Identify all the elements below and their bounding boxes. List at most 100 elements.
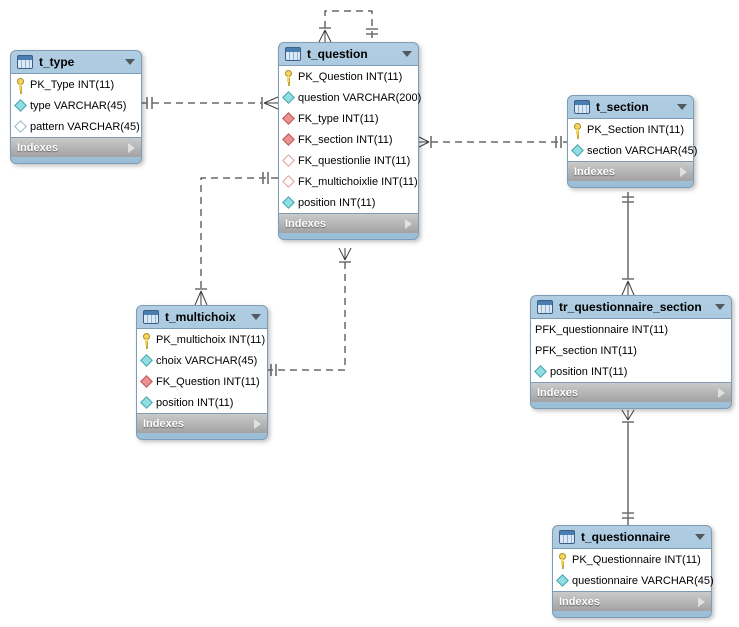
column-row[interactable]: PK_Questionnaire INT(11) (553, 549, 711, 570)
expand-arrow-icon[interactable] (128, 142, 135, 153)
table-header[interactable]: t_questionnaire (553, 526, 711, 548)
table-icon (559, 530, 575, 544)
table-icon (143, 310, 159, 324)
column-label: position INT(11) (156, 396, 234, 409)
column-label: PK_Section INT(11) (587, 123, 685, 136)
table-title: t_multichoix (165, 310, 236, 324)
column-row[interactable]: section VARCHAR(45) (568, 140, 697, 161)
expand-arrow-icon[interactable] (254, 418, 261, 429)
table-header[interactable]: tr_questionnaire_section (531, 296, 731, 318)
column-row[interactable]: question VARCHAR(200) (279, 87, 422, 108)
relation-t_question-self[interactable] (318, 10, 378, 43)
column-label: pattern VARCHAR(45) (30, 120, 140, 133)
indexes-label: Indexes (143, 417, 184, 430)
indexes-footer[interactable]: Indexes (279, 214, 418, 233)
table-body: PK_Questionnaire INT(11) questionnaire V… (553, 548, 714, 592)
table-header[interactable]: t_type (11, 51, 141, 73)
table-icon (17, 55, 33, 69)
column-row[interactable]: questionnaire VARCHAR(45) (553, 570, 714, 591)
collapse-triangle-icon[interactable] (125, 59, 135, 65)
expand-arrow-icon[interactable] (405, 218, 412, 229)
collapse-triangle-icon[interactable] (402, 51, 412, 57)
indexes-footer[interactable]: Indexes (531, 383, 731, 402)
column-label: section VARCHAR(45) (587, 144, 698, 157)
expand-arrow-icon[interactable] (698, 596, 705, 607)
table-t_question[interactable]: t_question PK_Question INT(11) question … (278, 42, 422, 240)
column-row[interactable]: FK_questionlie INT(11) (279, 150, 418, 171)
indexes-label: Indexes (17, 141, 58, 154)
column-icon (15, 99, 26, 112)
table-body: PK_Section INT(11) section VARCHAR(45) (568, 118, 697, 162)
column-row[interactable]: PK_multichoix INT(11) (137, 329, 267, 350)
column-label: position INT(11) (550, 365, 628, 378)
column-row[interactable]: position INT(11) (137, 392, 267, 413)
relation-t_question-t_section[interactable] (416, 135, 567, 149)
expand-arrow-icon[interactable] (680, 166, 687, 177)
column-icon (283, 196, 294, 209)
collapse-triangle-icon[interactable] (695, 534, 705, 540)
indexes-label: Indexes (574, 165, 615, 178)
indexes-footer[interactable]: Indexes (137, 414, 267, 433)
table-tr_questionnaire_section[interactable]: tr_questionnaire_section PFK_questionnai… (530, 295, 732, 409)
column-row[interactable]: type VARCHAR(45) (11, 95, 141, 116)
indexes-footer[interactable]: Indexes (11, 138, 141, 157)
column-row[interactable]: position INT(11) (531, 361, 731, 382)
table-body: PFK_questionnaire INT(11) PFK_section IN… (531, 318, 731, 383)
indexes-label: Indexes (285, 217, 326, 230)
column-row[interactable]: PFK_section INT(11) (531, 340, 731, 361)
table-title: tr_questionnaire_section (559, 300, 702, 314)
key-icon (557, 553, 568, 566)
table-t_questionnaire[interactable]: t_questionnaire PK_Questionnaire INT(11)… (552, 525, 714, 618)
column-icon (283, 91, 294, 104)
indexes-label: Indexes (537, 386, 578, 399)
column-row[interactable]: FK_section INT(11) (279, 129, 418, 150)
table-header[interactable]: t_multichoix (137, 306, 267, 328)
column-row[interactable]: choix VARCHAR(45) (137, 350, 267, 371)
fk-icon (283, 133, 294, 146)
column-label: PK_multichoix INT(11) (156, 333, 266, 346)
table-t_type[interactable]: t_type PK_Type INT(11) type VARCHAR(45) … (10, 50, 142, 164)
relation-t_questionnaire-tr_questionnaire_section[interactable] (621, 409, 635, 525)
table-icon (285, 47, 301, 61)
column-label: question VARCHAR(200) (298, 91, 422, 104)
collapse-triangle-icon[interactable] (251, 314, 261, 320)
column-row[interactable]: PFK_questionnaire INT(11) (531, 319, 731, 340)
relation-t_type-t_question[interactable] (140, 96, 279, 110)
column-row[interactable]: FK_Question INT(11) (137, 371, 267, 392)
column-label: FK_questionlie INT(11) (298, 154, 411, 167)
column-row[interactable]: PK_Section INT(11) (568, 119, 693, 140)
collapse-triangle-icon[interactable] (677, 104, 687, 110)
table-title: t_type (39, 55, 75, 69)
table-header[interactable]: t_section (568, 96, 693, 118)
column-row[interactable]: PK_Question INT(11) (279, 66, 418, 87)
column-row[interactable]: FK_multichoixlie INT(11) (279, 171, 418, 192)
table-header[interactable]: t_question (279, 43, 418, 65)
indexes-footer[interactable]: Indexes (568, 162, 693, 181)
column-row[interactable]: PK_Type INT(11) (11, 74, 141, 95)
collapse-triangle-icon[interactable] (715, 304, 725, 310)
expand-arrow-icon[interactable] (718, 387, 725, 398)
table-t_multichoix[interactable]: t_multichoix PK_multichoix INT(11) choix… (136, 305, 268, 440)
column-row[interactable]: position INT(11) (279, 192, 418, 213)
column-row[interactable]: pattern VARCHAR(45) (11, 116, 141, 137)
key-icon (283, 70, 294, 83)
relation-t_multichoix-t_question[interactable] (266, 247, 352, 376)
column-label: FK_multichoixlie INT(11) (298, 175, 418, 188)
column-label: type VARCHAR(45) (30, 99, 127, 112)
table-title: t_questionnaire (581, 530, 671, 544)
table-t_section[interactable]: t_section PK_Section INT(11) section VAR… (567, 95, 697, 188)
column-label: questionnaire VARCHAR(45) (572, 574, 714, 587)
relation-t_section-tr_questionnaire_section[interactable] (621, 192, 635, 296)
fk-icon (283, 112, 294, 125)
column-icon (572, 144, 583, 157)
column-row[interactable]: FK_type INT(11) (279, 108, 418, 129)
relation-t_question-t_multichoix[interactable] (194, 172, 278, 306)
column-label: PK_Questionnaire INT(11) (572, 553, 701, 566)
fk-nullable-icon (283, 175, 294, 188)
column-icon (557, 574, 568, 587)
column-icon (535, 365, 546, 378)
column-label: FK_Question INT(11) (156, 375, 260, 388)
indexes-footer[interactable]: Indexes (553, 592, 711, 611)
